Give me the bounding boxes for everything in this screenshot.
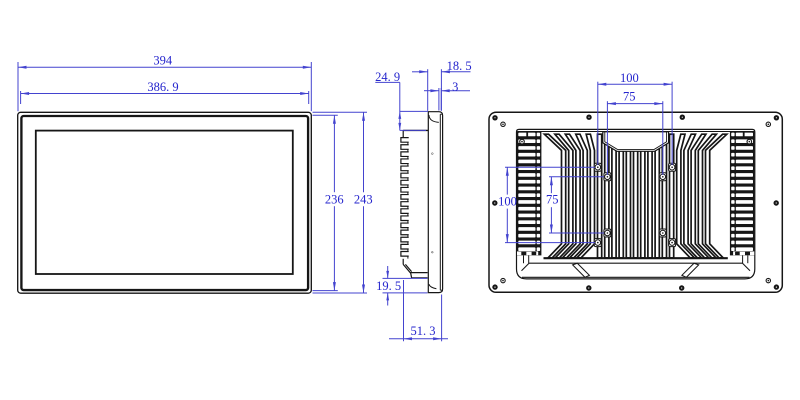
svg-text:386. 9: 386. 9 <box>147 80 178 94</box>
svg-text:19. 5: 19. 5 <box>376 279 401 293</box>
svg-text:24. 9: 24. 9 <box>375 70 400 84</box>
svg-text:394: 394 <box>153 53 173 67</box>
svg-text:100: 100 <box>498 195 517 209</box>
svg-text:18. 5: 18. 5 <box>447 59 472 73</box>
svg-text:75: 75 <box>546 193 559 207</box>
svg-text:236: 236 <box>325 193 344 207</box>
svg-text:243: 243 <box>354 193 373 207</box>
svg-text:75: 75 <box>623 90 636 104</box>
svg-text:100: 100 <box>620 71 639 85</box>
svg-text:51. 3: 51. 3 <box>411 324 436 338</box>
svg-text:3: 3 <box>452 80 458 94</box>
